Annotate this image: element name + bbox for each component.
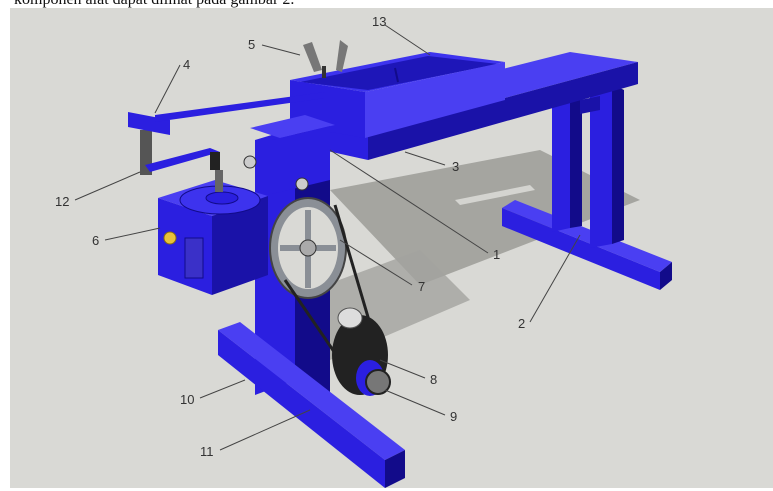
- bracket: [303, 40, 348, 78]
- callout-6: 6: [92, 233, 99, 248]
- leader-lines: [74, 24, 581, 451]
- frame-shadow-2: [285, 250, 470, 360]
- callout-1: 1: [493, 247, 500, 262]
- bolt-left: [243, 155, 257, 169]
- callout-13: 13: [372, 14, 386, 29]
- callout-2: 2: [518, 316, 525, 331]
- bolt-right: [295, 177, 309, 191]
- right-leg: [502, 84, 672, 290]
- callout-3: 3: [452, 159, 459, 174]
- callout-7: 7: [418, 279, 425, 294]
- crank-assembly: [128, 92, 325, 192]
- callout-9: 9: [450, 409, 457, 424]
- base-beam: [218, 322, 405, 488]
- large-pulley: [269, 197, 347, 299]
- callout-12: 12: [55, 194, 69, 209]
- callout-8: 8: [430, 372, 437, 387]
- callout-5: 5: [248, 37, 255, 52]
- callout-11: 11: [200, 444, 214, 459]
- shadow-slot: [455, 185, 535, 205]
- figure-caption: komponen alat dapat dilihat pada gambar …: [14, 0, 294, 9]
- small-pulley: [365, 369, 391, 395]
- hopper: [290, 52, 505, 138]
- callout-4: 4: [183, 57, 190, 72]
- callout-10: 10: [180, 392, 194, 407]
- gearbox: [158, 180, 268, 295]
